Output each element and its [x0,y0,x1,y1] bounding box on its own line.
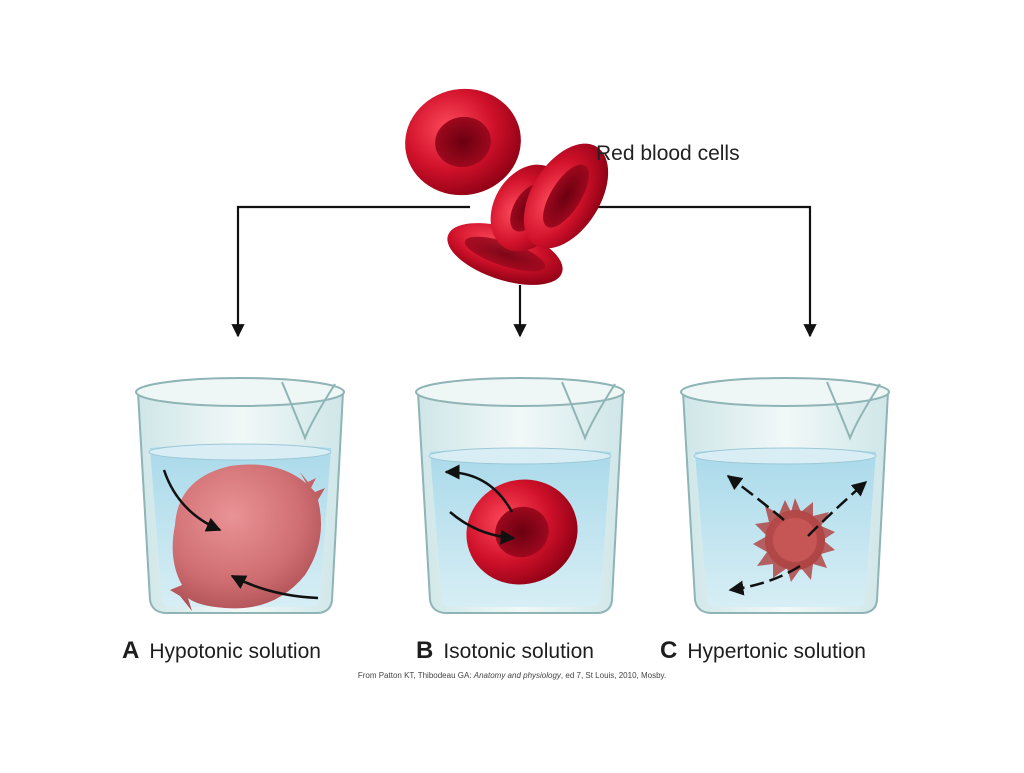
red-blood-cells-label: Red blood cells [596,142,740,165]
beaker-a-letter: A [122,637,140,664]
beaker-a [135,377,345,614]
red-blood-cells-cluster [405,88,609,285]
swollen-cell [170,464,325,611]
beaker-b-label: B Isotonic solution [416,637,594,665]
crenated-cell [753,498,835,582]
credit-prefix: From Patton KT, Thibodeau GA: [357,671,474,680]
beaker-a-label: A Hypotonic solution [122,637,321,665]
beaker-b-text: Isotonic solution [443,640,594,663]
connector-right [590,205,817,338]
connector-left [231,205,470,338]
credit-suffix: , ed 7, St Louis, 2010, Mosby. [560,671,667,680]
source-credit: From Patton KT, Thibodeau GA: Anatomy an… [0,671,1024,680]
credit-book: Anatomy and physiology [473,671,561,680]
rbc-right [523,143,609,249]
beaker-c [680,377,890,614]
beaker-b [415,377,625,614]
connector-lines [231,205,817,338]
beaker-c-label: C Hypertonic solution [660,637,866,665]
beaker-a-text: Hypotonic solution [149,640,321,663]
beaker-c-text: Hypertonic solution [687,640,866,663]
beaker-b-letter: B [416,637,434,664]
beaker-c-letter: C [660,637,678,664]
rbc-front [405,88,521,196]
